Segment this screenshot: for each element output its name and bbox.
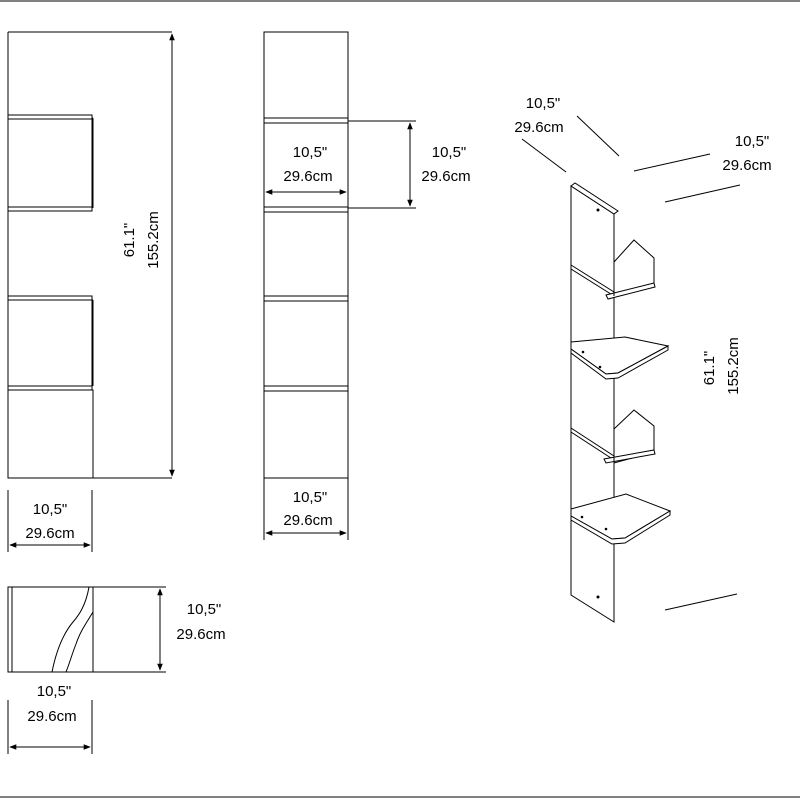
top-view: 10,5" 29.6cm 10,5" 29.6cm	[7, 586, 226, 754]
side-view-shelf-2	[263, 206, 349, 213]
perspective-shelf-4-hole-1	[580, 515, 584, 519]
side-width-cm: 29.6cm	[283, 512, 332, 529]
perspective-screw-hole-2	[596, 595, 600, 599]
perspective-height-inches: 61.1"	[701, 351, 718, 386]
side-view: 10,5" 29.6cm 10,5" 29.6cm 10,5" 29.6cm	[263, 31, 471, 540]
front-view-shelf-3	[7, 295, 93, 301]
front-view-shelf-2	[7, 206, 93, 212]
front-view-shelf-4	[7, 385, 93, 391]
perspective-shelf-3-top	[603, 449, 656, 464]
perspective-panel-front	[570, 185, 615, 623]
perspective-shelf-2-hole-2	[598, 365, 602, 369]
side-height-cm: 29.6cm	[421, 168, 470, 185]
perspective-left-cm: 29.6cm	[514, 119, 563, 136]
perspective-screw-hole-1	[596, 208, 600, 212]
front-width-cm: 29.6cm	[25, 525, 74, 542]
side-depth-cm: 29.6cm	[283, 168, 332, 185]
top-view-shelf-diagonal-inner	[65, 611, 94, 673]
perspective-base-line	[664, 593, 738, 611]
perspective-right-cm: 29.6cm	[722, 157, 771, 174]
perspective-shelf-2-front	[570, 345, 669, 380]
side-depth-inches: 10,5"	[293, 144, 328, 161]
perspective-right-dimension-line-2	[664, 184, 741, 203]
perspective-left-inches: 10,5"	[526, 95, 561, 112]
side-height-inches: 10,5"	[432, 144, 467, 161]
top-width-cm: 29.6cm	[27, 708, 76, 725]
top-view-outline	[7, 586, 94, 673]
perspective-shelf-2-hole-1	[581, 350, 585, 354]
side-width-inches: 10,5"	[293, 489, 328, 506]
perspective-shelf-4-hole-2	[604, 527, 608, 531]
perspective-left-dimension-line-2	[576, 115, 620, 157]
perspective-shelf-4-front	[570, 510, 671, 545]
top-depth-inches: 10,5"	[187, 601, 222, 618]
front-height-cm: 155.2cm	[145, 211, 162, 269]
top-view-shelf-diagonal	[51, 586, 93, 673]
top-depth-cm: 29.6cm	[176, 626, 225, 643]
side-view-shelf-1	[263, 117, 349, 124]
perspective-shelf-1-top	[605, 282, 656, 300]
perspective-panel-top	[570, 182, 619, 215]
perspective-height-cm: 155.2cm	[725, 337, 742, 395]
side-view-shelf-3	[263, 295, 349, 302]
perspective-right-inches: 10,5"	[735, 133, 770, 150]
front-view-panel	[7, 31, 94, 479]
perspective-right-dimension-line	[633, 153, 711, 172]
perspective-left-dimension-line	[521, 138, 567, 173]
front-width-inches: 10,5"	[33, 501, 68, 518]
front-height-inches: 61.1"	[121, 223, 138, 258]
front-view: 61.1" 155.2cm 10,5" 29.6cm	[7, 31, 175, 552]
perspective-view: 10,5" 29.6cm 10,5" 29.6cm 61.1" 155.2cm	[514, 95, 772, 623]
side-view-panel	[263, 31, 349, 479]
top-width-inches: 10,5"	[37, 683, 72, 700]
front-view-shelf-1	[7, 114, 93, 120]
side-view-shelf-4	[263, 385, 349, 392]
